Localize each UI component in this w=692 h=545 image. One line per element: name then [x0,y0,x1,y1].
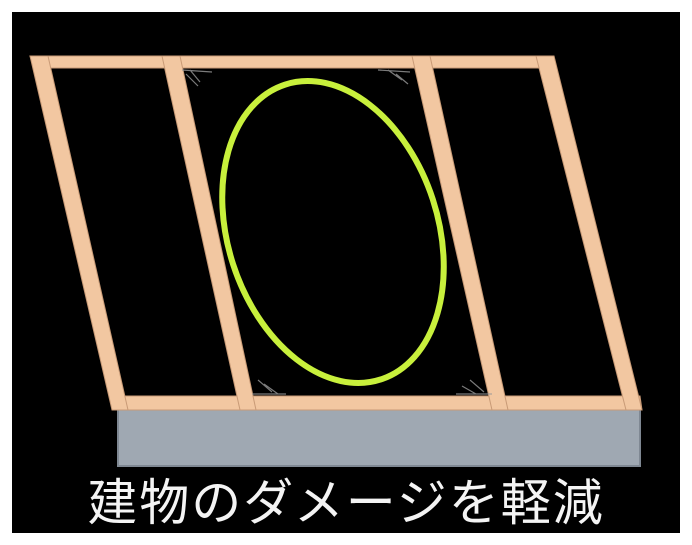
frame-post-inner-left [161,55,257,411]
frame-post-right [535,55,643,411]
caption-text: 建物のダメージを軽減 [87,474,605,532]
foundation-base [117,405,641,467]
brace-top-left [181,69,213,87]
corner-braces [181,69,492,395]
brace-bottom-right [456,379,492,395]
frame-bottom-sill [111,395,643,411]
frame-top-beam [29,55,555,69]
brace-bottom-left [252,379,286,395]
frame-post-inner-right [411,55,509,411]
frame-post-left [29,55,129,411]
damper-ring [219,78,447,386]
brace-top-right [377,69,411,85]
wall-frame [29,55,643,411]
